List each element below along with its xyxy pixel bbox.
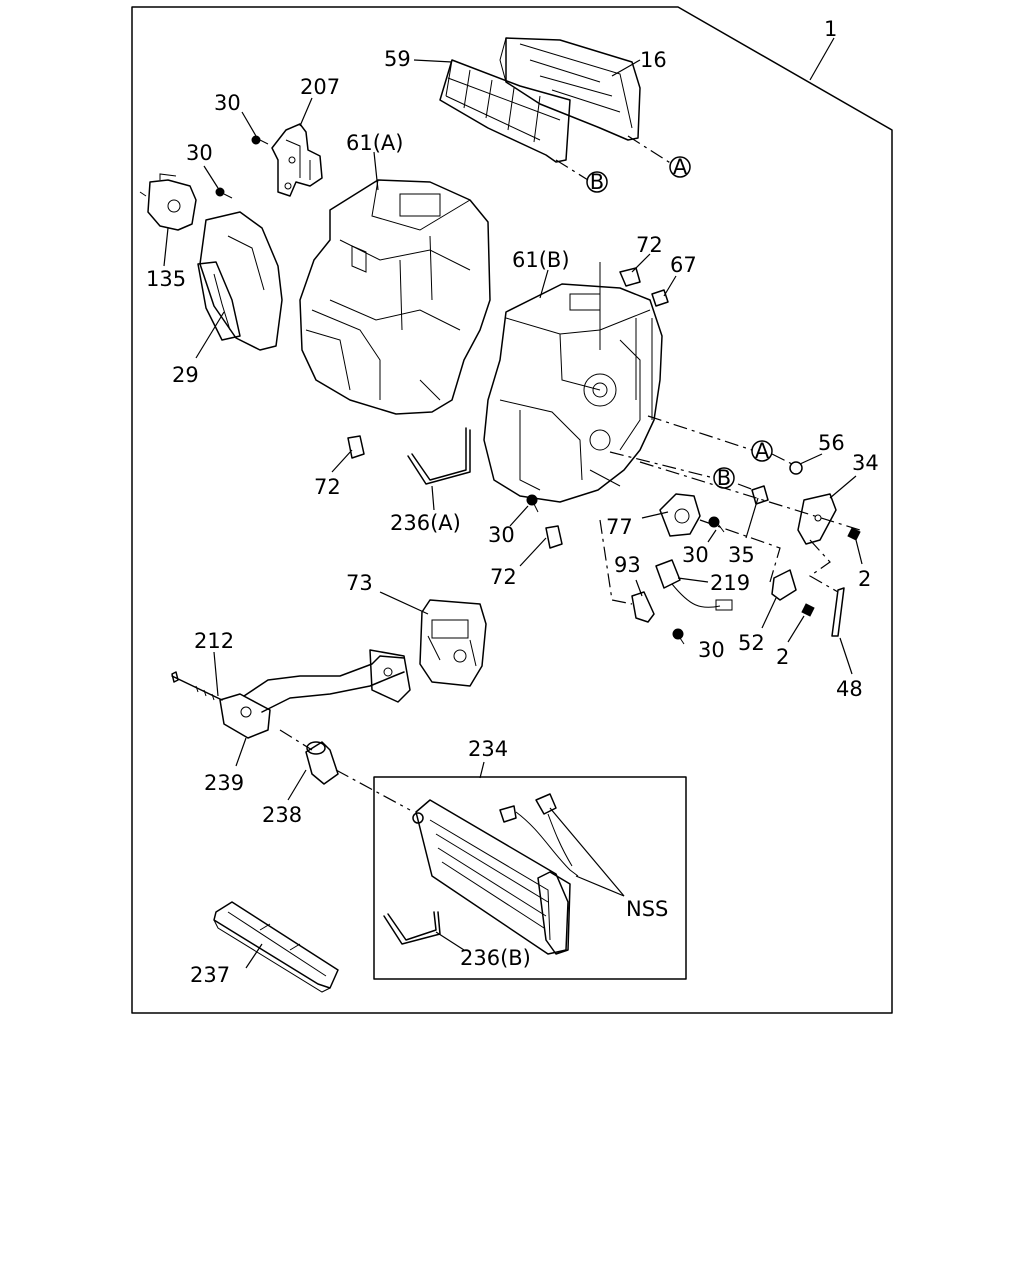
pipe-239	[219, 649, 411, 739]
evaporator-box	[373, 776, 687, 980]
rod-48	[831, 587, 845, 637]
label-16: 16	[640, 48, 667, 72]
sensor-wire-nss	[499, 793, 579, 877]
svg-text:B: B	[590, 170, 604, 194]
label-93: 93	[614, 553, 641, 577]
label-207: 207	[300, 75, 340, 99]
bolt-212	[171, 671, 223, 701]
marker-b-mid: B	[713, 466, 735, 490]
label-30-e: 30	[698, 638, 725, 662]
resistor-73	[419, 599, 487, 687]
marker-a-top: A	[669, 155, 691, 179]
label-30-d: 30	[682, 543, 709, 567]
label-239: 239	[204, 771, 244, 795]
screw-2-lower	[801, 603, 815, 617]
label-61a: 61(A)	[346, 131, 403, 155]
label-135: 135	[146, 267, 186, 291]
label-234: 234	[468, 737, 508, 761]
label-61b: 61(B)	[512, 248, 570, 272]
label-212: 212	[194, 629, 234, 653]
label-nss: NSS	[626, 897, 668, 921]
marker-a-mid: A	[751, 439, 773, 463]
label-34: 34	[852, 451, 879, 475]
diagram-frame	[131, 6, 893, 1014]
screw-30-bottom	[672, 628, 685, 645]
lever-34	[797, 493, 837, 545]
marker-b-top: B	[586, 170, 608, 194]
valve-238	[305, 741, 339, 785]
leader-lines	[163, 37, 863, 969]
assembly-lines	[279, 135, 861, 811]
harness-219	[655, 559, 733, 611]
label-48: 48	[836, 677, 863, 701]
link-52	[771, 569, 797, 601]
label-30-c: 30	[488, 523, 515, 547]
pipe-236b	[383, 911, 441, 945]
bracket-207	[271, 123, 323, 197]
label-77: 77	[606, 515, 633, 539]
label-52: 52	[738, 631, 765, 655]
screw-30-top-2	[215, 187, 233, 199]
clip-67	[651, 289, 669, 307]
label-56: 56	[818, 431, 845, 455]
clip-35	[751, 485, 769, 505]
clip-72-left	[347, 435, 365, 459]
svg-text:A: A	[755, 439, 770, 463]
label-assembly: 1	[824, 17, 837, 41]
label-236a: 236(A)	[390, 511, 461, 535]
label-72-top: 72	[636, 233, 663, 257]
label-59: 59	[384, 47, 411, 71]
label-219: 219	[710, 571, 750, 595]
label-72-bottom: 72	[490, 565, 517, 589]
heater-case-61a	[299, 179, 491, 415]
clip-72-bottom	[545, 525, 563, 549]
screw-30-top-1	[251, 135, 269, 145]
label-2-lower: 2	[776, 645, 789, 669]
label-236b: 236(B)	[460, 946, 531, 970]
clip-72-top	[619, 267, 641, 287]
bracket-237	[213, 901, 339, 993]
duct-16	[499, 37, 641, 141]
label-30-b: 30	[186, 141, 213, 165]
label-67: 67	[670, 253, 697, 277]
duct-59	[439, 59, 571, 163]
nut-56	[789, 461, 803, 475]
label-72-left: 72	[314, 475, 341, 499]
label-73: 73	[346, 571, 373, 595]
actuator-135	[139, 173, 197, 231]
screw-30-mid	[526, 494, 539, 513]
sensor-93	[631, 591, 655, 623]
svg-text:A: A	[673, 155, 688, 179]
svg-text:B: B	[717, 466, 731, 490]
label-29: 29	[172, 363, 199, 387]
label-35: 35	[728, 543, 755, 567]
label-2-upper: 2	[858, 567, 871, 591]
label-238: 238	[262, 803, 302, 827]
label-30-a: 30	[214, 91, 241, 115]
evaporator-234	[412, 799, 571, 955]
label-237: 237	[190, 963, 230, 987]
heater-case-61b	[483, 283, 663, 503]
case-29	[197, 211, 283, 351]
pipe-236a	[407, 427, 471, 485]
motor-77	[659, 493, 701, 537]
